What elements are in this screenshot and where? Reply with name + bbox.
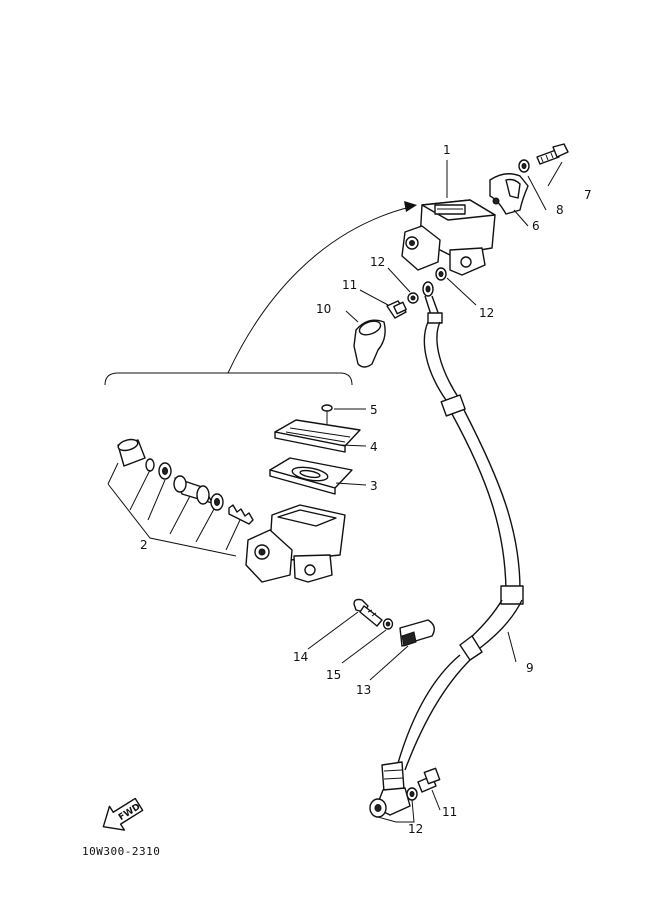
fwd-arrow-icon: FWD: [102, 797, 144, 831]
union-bolt-bottom: [417, 767, 441, 793]
rubber-boot-cap: [353, 319, 386, 368]
diaphragm-3: [269, 457, 353, 495]
detail-bracket: [104, 201, 417, 386]
callout-7: 7: [584, 188, 592, 202]
callout-15: 15: [326, 668, 341, 682]
callout-10: 10: [316, 302, 331, 316]
copper-washer-lower: [406, 787, 418, 801]
piston-kit-2: [117, 438, 254, 525]
washer-15: [382, 618, 394, 630]
bolt-14: [353, 598, 383, 627]
callout-8: 8: [556, 203, 564, 217]
master-cylinder-top: [401, 199, 496, 276]
callout-9: 9: [526, 661, 534, 675]
drawing-code: 10W300-2310: [82, 845, 160, 858]
brake-hose: [369, 281, 524, 818]
callout-5: 5: [370, 403, 378, 417]
reservoir-cap-4: [274, 419, 361, 453]
hose-clamp-13: [399, 619, 435, 647]
part-2-leaders: [107, 462, 241, 557]
callout-14: 14: [293, 650, 308, 664]
callout-12-upper-right: 12: [479, 306, 494, 320]
callout-6: 6: [532, 219, 540, 233]
callout-4: 4: [370, 440, 378, 454]
callout-11-bottom: 11: [442, 805, 457, 819]
callout-13: 13: [356, 683, 371, 697]
copper-washer-upper-right: [435, 267, 447, 281]
callout-numbers: 1 7 8 6 12 11 10 12 5 4 3 2 9 14 15 13 1…: [140, 143, 592, 836]
copper-washer-upper-left: [407, 292, 419, 304]
washer-8: [518, 159, 530, 173]
holder-clamp: [489, 173, 529, 215]
callout-2: 2: [140, 538, 148, 552]
bolt-7: [536, 143, 569, 165]
callout-12-bottom: 12: [408, 822, 423, 836]
callout-12-upper-left: 12: [370, 255, 385, 269]
callout-11-top: 11: [342, 278, 357, 292]
callout-leaders: [307, 160, 563, 823]
callout-3: 3: [370, 479, 378, 493]
master-cylinder-body: [245, 504, 346, 583]
callout-1: 1: [443, 143, 451, 157]
union-bolt-top: [386, 300, 407, 319]
